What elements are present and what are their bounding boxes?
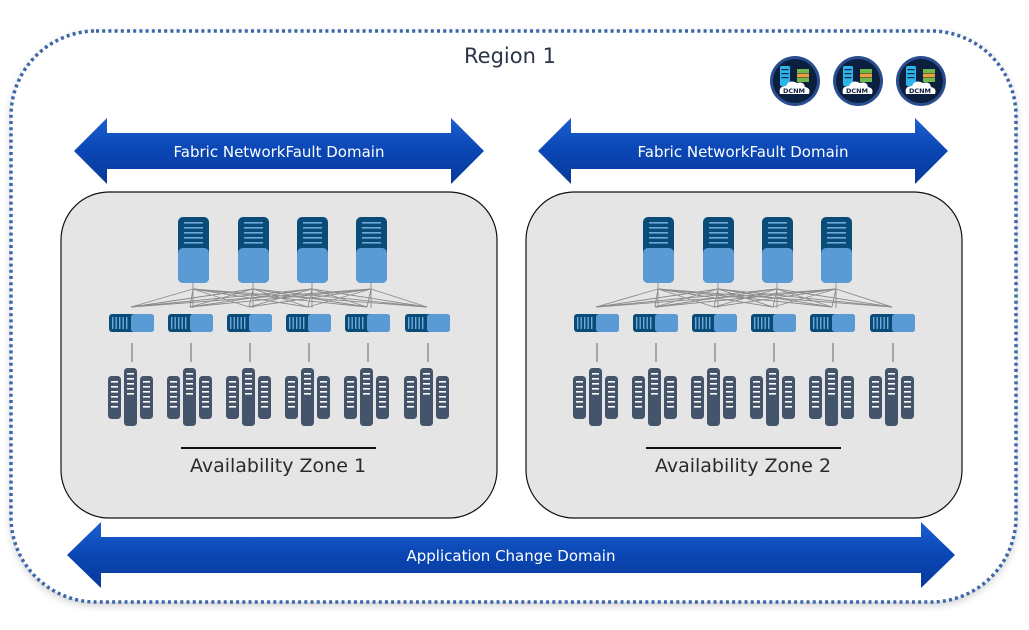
- server-rack: [344, 368, 389, 426]
- spine-leaf-link: [130, 288, 313, 308]
- leaf-switch: [405, 314, 450, 332]
- dcnm-label: DCNM: [783, 87, 805, 95]
- leaf-switch: [168, 314, 213, 332]
- fault-domain-label-right: Fabric NetworkFault Domain: [638, 143, 849, 161]
- server-rack: [809, 368, 854, 426]
- fabric-links: [130, 283, 428, 308]
- spine-leaf-link: [713, 288, 837, 308]
- spine-switch: [297, 217, 328, 283]
- leaf-switch: [227, 314, 272, 332]
- availability-zone-2: Availability Zone 2: [525, 191, 963, 519]
- spine-leaf-link: [835, 288, 893, 308]
- server-rack: [285, 368, 330, 426]
- server-rack: [750, 368, 795, 426]
- spine-leaf-link: [595, 288, 778, 308]
- application-change-domain-label: Application Change Domain: [407, 547, 616, 565]
- spine-switch: [821, 217, 852, 283]
- dcnm-label: DCNM: [909, 87, 931, 95]
- server-rack: [404, 368, 449, 426]
- spine-leaf-link: [595, 288, 659, 308]
- spine-leaf-link: [130, 288, 372, 308]
- server-rack: [691, 368, 736, 426]
- server-rack: [108, 368, 153, 426]
- dcnm-icon: DCNM: [896, 56, 946, 106]
- spine-leaf-link: [595, 288, 719, 308]
- server-rack: [167, 368, 212, 426]
- fault-domain-arrow-right: Fabric NetworkFault Domain: [538, 118, 948, 184]
- leaf-switch: [810, 314, 855, 332]
- server-rack: [226, 368, 271, 426]
- zone-label: Availability Zone 1: [190, 455, 366, 477]
- server-rack: [632, 368, 677, 426]
- zone-label: Availability Zone 2: [655, 455, 831, 477]
- availability-zone-1: Availability Zone 1: [60, 191, 498, 519]
- spine-leaf-link: [595, 288, 837, 308]
- spine-leaf-link: [189, 288, 372, 308]
- dcnm-icon: DCNM: [833, 56, 883, 106]
- spine-switch: [703, 217, 734, 283]
- spine-leaf-link: [772, 288, 837, 308]
- dcnm-label: DCNM: [846, 87, 868, 95]
- zone-box: [525, 191, 963, 519]
- fabric-links: [595, 283, 893, 308]
- spine-leaf-link: [831, 288, 837, 308]
- leaf-switch: [574, 314, 619, 332]
- spine-switch: [238, 217, 269, 283]
- leaf-switch: [692, 314, 737, 332]
- leaf-switch: [751, 314, 796, 332]
- application-change-domain-arrow: Application Change Domain: [67, 522, 955, 588]
- fault-domain-label-left: Fabric NetworkFault Domain: [174, 143, 385, 161]
- spine-switch: [643, 217, 674, 283]
- spine-leaf-link: [370, 288, 428, 308]
- leaf-switch: [633, 314, 678, 332]
- spine-switch: [762, 217, 793, 283]
- spine-leaf-link: [366, 288, 372, 308]
- leaf-switch: [870, 314, 915, 332]
- spine-leaf-link: [307, 288, 372, 308]
- spine-switch: [178, 217, 209, 283]
- spine-switch: [356, 217, 387, 283]
- server-rack: [573, 368, 618, 426]
- spine-leaf-link: [654, 288, 837, 308]
- spine-leaf-link: [130, 288, 254, 308]
- spine-leaf-link: [248, 288, 372, 308]
- dcnm-icon: DCNM: [770, 56, 820, 106]
- leaf-switch: [109, 314, 154, 332]
- region-title: Region 1: [464, 44, 556, 68]
- leaf-switch: [286, 314, 331, 332]
- fault-domain-arrow-left: Fabric NetworkFault Domain: [74, 118, 484, 184]
- zone-box: [60, 191, 498, 519]
- leaf-switch: [345, 314, 390, 332]
- server-rack: [869, 368, 914, 426]
- spine-leaf-link: [130, 288, 194, 308]
